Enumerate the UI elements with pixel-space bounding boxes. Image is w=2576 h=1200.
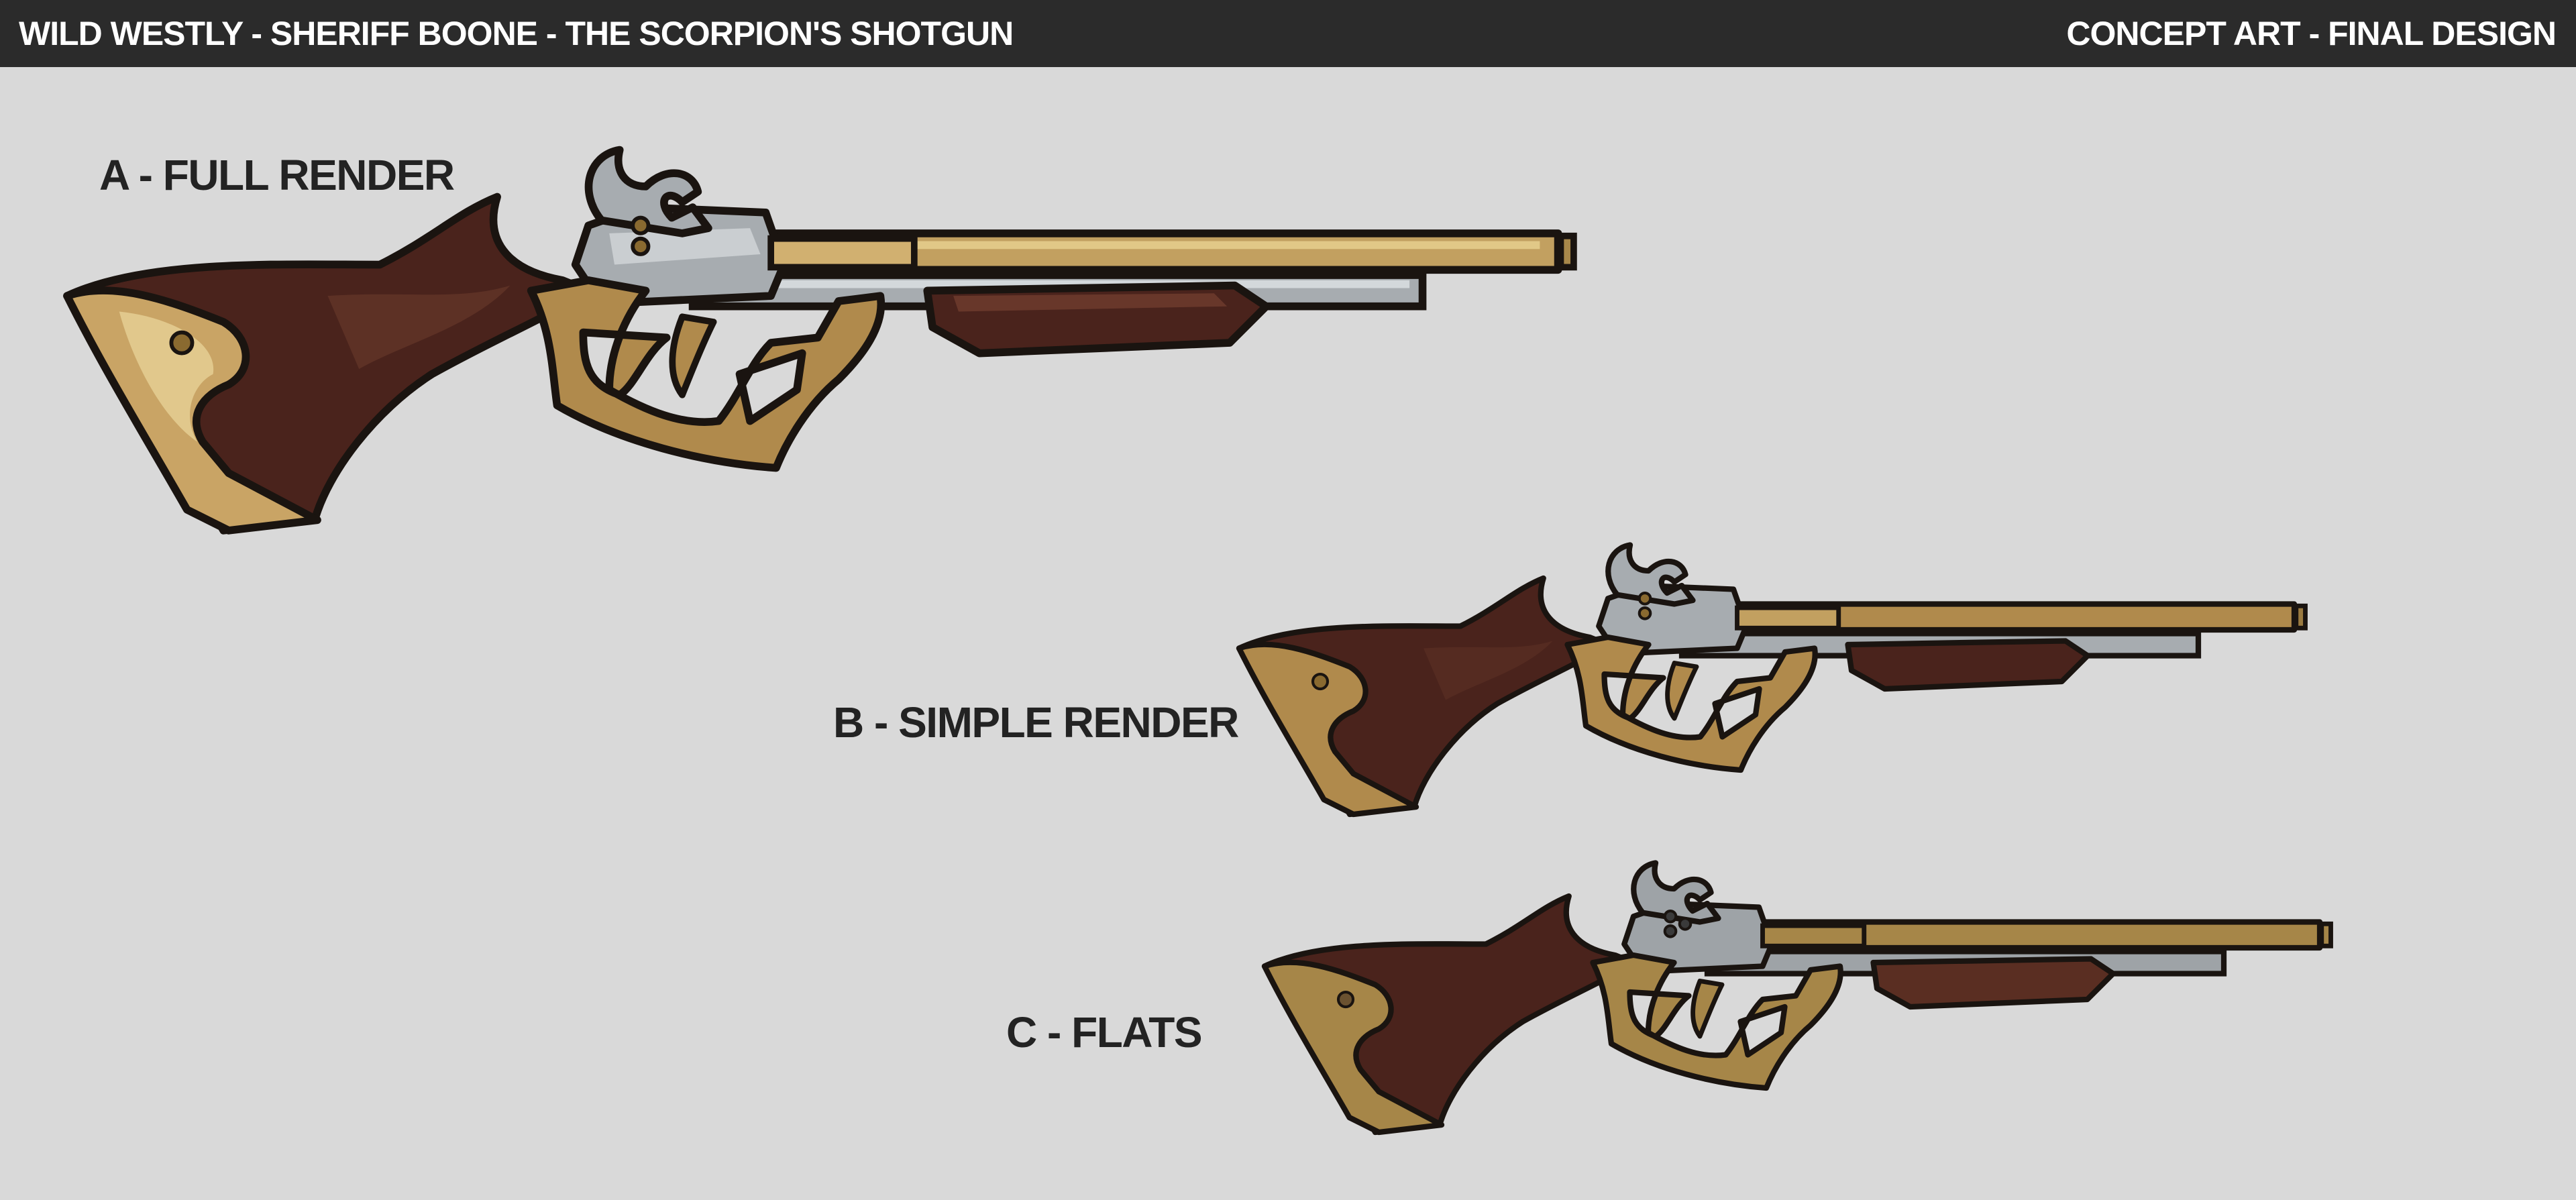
scorpion-hammer	[1605, 542, 1696, 607]
variant-c-label: C - FLATS	[1006, 1008, 1203, 1056]
trigger-guard	[1590, 952, 1843, 1091]
sheet-subtitle: CONCEPT ART - FINAL DESIGN	[2066, 15, 2557, 52]
variant-b-label: B - SIMPLE RENDER	[833, 698, 1239, 747]
header-bar: WILD WESTLY - SHERIFF BOONE - THE SCORPI…	[0, 0, 2576, 67]
shotgun-simple-render	[1236, 542, 2308, 818]
forend	[1845, 638, 2091, 692]
shotgun-flats	[1261, 860, 2333, 1136]
scorpion-hammer	[584, 146, 712, 237]
butt-plate	[63, 286, 321, 535]
trigger	[669, 313, 717, 398]
scorpion-hammer	[1631, 860, 1721, 925]
trigger	[1665, 661, 1699, 721]
trigger-guard	[527, 276, 885, 472]
butt-plate	[1236, 641, 1419, 818]
trigger	[1690, 979, 1725, 1039]
variant-a-label: A - FULL RENDER	[99, 151, 455, 199]
forend	[1870, 956, 2116, 1010]
butt-plate	[1261, 959, 1445, 1136]
shotgun-full-render	[63, 146, 1577, 535]
sheet-title: WILD WESTLY - SHERIFF BOONE - THE SCORPI…	[19, 15, 1014, 52]
trigger-guard	[1564, 634, 1818, 773]
